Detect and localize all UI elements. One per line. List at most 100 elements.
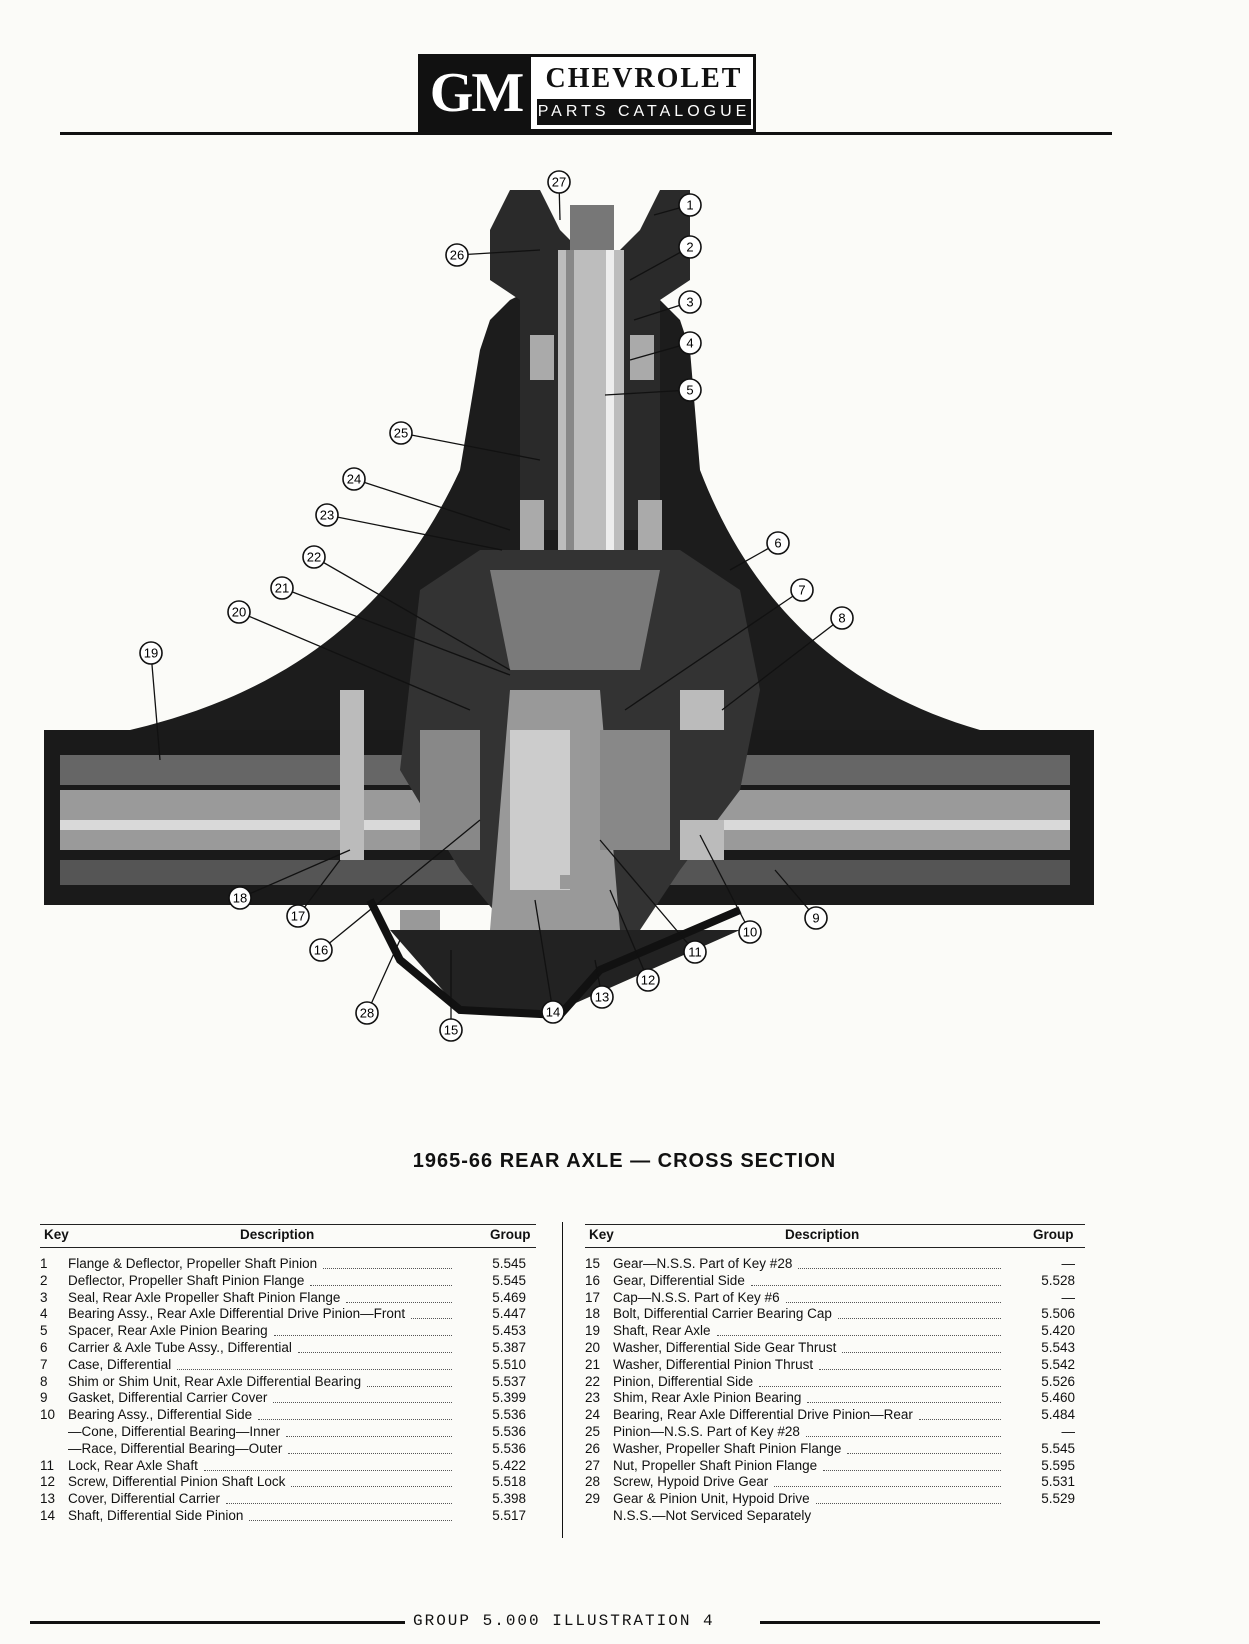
parts-table-row: 14 Shaft, Differential Side Pinion 5.517 [40,1508,536,1525]
header-rule [60,132,1112,135]
callout-leader-line [353,478,511,531]
part-group-number: 5.595 [1041,1457,1075,1473]
callout-circle [830,606,854,630]
leader-dots [177,1368,452,1370]
callout-number: 16 [314,943,328,958]
header-key: Key [44,1227,69,1242]
part-group-number: 5.528 [1041,1272,1075,1288]
callout-leader-line [456,249,541,256]
part-group-number: 5.531 [1041,1474,1075,1490]
callout-number: 5 [686,383,693,398]
part-key: 14 [40,1507,56,1523]
callout-circle [286,904,310,928]
leader-dots [249,1519,452,1521]
part-description: Lock, Rear Axle Shaft [68,1457,198,1473]
callout-circle [445,243,469,267]
callout-number: 24 [347,472,361,487]
callout-leader-line [400,432,541,461]
part-group-number: — [1061,1289,1076,1305]
callout-circle [804,906,828,930]
part-description: Cover, Differential Carrier [68,1491,221,1507]
callout-number: 1 [686,198,693,213]
part-description: Screw, Differential Pinion Shaft Lock [68,1474,286,1490]
leader-dots [786,1301,1001,1303]
part-key: 9 [40,1390,48,1406]
leader-dots [751,1284,1001,1286]
leader-dots [717,1335,1001,1337]
part-group-number: 5.506 [1041,1306,1075,1322]
rear-axle-cross-section-diagram: 1234567891011121314151617181920212223242… [44,170,1094,1042]
part-description: Deflector, Propeller Shaft Pinion Flange [68,1272,305,1288]
part-key: 4 [40,1306,48,1322]
axle-housing-drawing [44,190,1094,1020]
header-key: Key [589,1227,614,1242]
brand-name: CHEVROLET [545,63,743,94]
part-group-number: 5.517 [492,1507,526,1523]
callout-number: 17 [291,909,305,924]
callout-leader-line [238,611,471,711]
callout-circle [355,1001,379,1025]
callout-leader-line [366,939,401,1014]
callout-number: 7 [798,583,805,598]
callout-circle [678,235,702,259]
callout-number: 14 [546,1005,560,1020]
part-key: 23 [585,1390,601,1406]
callout-number: 13 [595,990,609,1005]
part-description: Washer, Differential Pinion Thrust [613,1356,814,1372]
part-group-number: 5.460 [1041,1390,1075,1406]
header-group: Group [1033,1227,1074,1242]
part-group-number: 5.518 [492,1474,526,1490]
part-description: Bolt, Differential Carrier Bearing Cap [613,1306,832,1322]
part-description: Cap—N.S.S. Part of Key #6 [613,1289,780,1305]
header-description: Description [240,1227,315,1242]
part-key: 29 [585,1491,601,1507]
part-description: N.S.S.—Not Serviced Separately [613,1507,812,1523]
parts-table-row: 4 Bearing Assy., Rear Axle Differential D… [40,1306,536,1323]
part-description: —Race, Differential Bearing—Outer [68,1440,283,1456]
part-group-number: 5.453 [492,1323,526,1339]
part-group-number: 5.536 [492,1407,526,1423]
part-description: Gasket, Differential Carrier Cover [68,1390,268,1406]
part-description: Shaft, Differential Side Pinion [68,1507,244,1523]
callout-leader-line [534,899,554,1013]
part-key: 2 [40,1272,48,1288]
diagram-caption: 1965-66 REAR AXLE — CROSS SECTION [412,1150,837,1172]
callout-leader-line [721,617,843,711]
callout-circle [139,641,163,665]
callout-labels: 1234567891011121314151617181920212223242… [139,170,854,1042]
leader-dots [298,1351,452,1353]
callout-leader-line [150,652,161,761]
part-description: Bearing Assy., Rear Axle Differential Dr… [68,1306,406,1322]
part-group-number: 5.542 [1041,1356,1075,1372]
callout-circle [541,1000,565,1024]
callout-circle [227,600,251,624]
callout-leader-line [326,514,503,551]
part-key: 24 [585,1407,601,1423]
part-key: 26 [585,1440,601,1456]
part-group-number: 5.545 [1041,1440,1075,1456]
callout-number: 26 [450,248,464,263]
gm-logo-mark: GM [421,57,531,129]
part-group-number: 5.529 [1041,1491,1075,1507]
callout-circle [342,467,366,491]
leader-dots [323,1268,452,1269]
leader-dots [346,1301,452,1303]
part-description: Spacer, Rear Axle Pinion Bearing [68,1323,268,1339]
part-group-number: 5.536 [492,1423,526,1439]
leader-dots [798,1268,1001,1269]
callout-leader-line [239,849,351,899]
header-description: Description [785,1227,860,1242]
part-group-number: 5.537 [492,1373,526,1389]
callout-number: 6 [774,536,781,551]
